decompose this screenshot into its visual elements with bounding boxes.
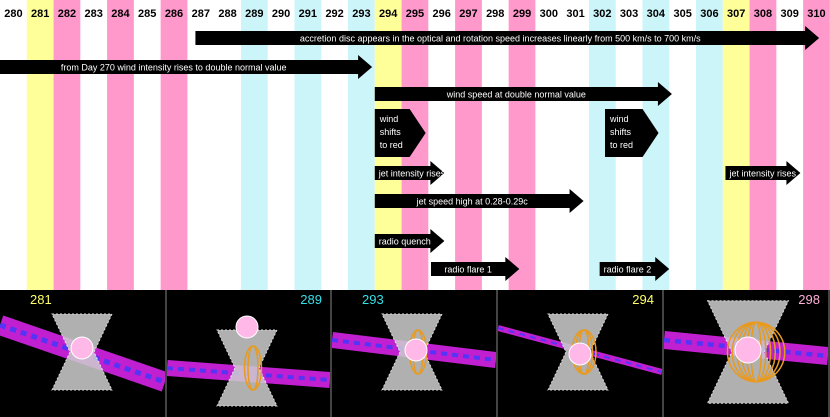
day-column-307 (722, 0, 750, 290)
day-label: 288 (218, 8, 236, 20)
arrow-radio-quench: radio quench (374, 229, 445, 253)
day-label: 302 (593, 8, 611, 20)
day-column-289 (240, 0, 268, 290)
day-label: 301 (566, 8, 584, 20)
arrow-wind-shifts-1: wind shifts to red (374, 109, 426, 157)
day-column-293 (348, 0, 375, 290)
panel-day-label: 293 (362, 292, 384, 307)
star-icon (734, 336, 762, 364)
day-label: 290 (272, 8, 290, 20)
simulation-panel-294: 294 (498, 290, 664, 417)
arrow-label-line: wind (379, 114, 399, 124)
arrow-label: jet intensity rises (728, 168, 796, 178)
star-icon (568, 342, 592, 366)
day-label: 284 (111, 8, 130, 20)
day-column-286 (160, 0, 188, 290)
binary-system-illustration (332, 313, 496, 391)
day-label: 298 (486, 8, 504, 20)
day-label: 285 (138, 8, 156, 20)
arrow-accretion: accretion disc appears in the optical an… (195, 26, 820, 50)
arrow-label-line: shifts (380, 127, 402, 137)
simulation-panel-298: 298 (664, 290, 830, 417)
star-icon (235, 315, 259, 339)
day-label: 286 (165, 8, 183, 20)
timeline-chart: 280 281 282 283 284 285 286 287 288 289 290 291 292 2… (0, 0, 830, 290)
accretion-disc-ring (243, 345, 263, 391)
day-label: 306 (700, 8, 718, 20)
arrow-wind-shifts-2: wind shifts to red (605, 109, 659, 157)
day-label: 303 (620, 8, 638, 20)
panel-day-label: 294 (632, 292, 654, 307)
wind-cone (216, 329, 278, 407)
arrow-jet-speed: jet speed high at 0.28-0.29c (374, 189, 584, 213)
arrow-radio-flare-2: radio flare 2 (599, 257, 670, 281)
arrow-label: radio flare 2 (604, 264, 652, 274)
day-column-297 (455, 0, 482, 290)
day-label: 281 (31, 8, 49, 20)
day-label: 283 (85, 8, 103, 20)
arrow-label: wind speed at double normal value (446, 89, 586, 99)
binary-system-illustration (498, 313, 662, 391)
accretion-disc-ring (726, 321, 786, 383)
day-label: 299 (513, 8, 531, 20)
day-label: 304 (647, 8, 666, 20)
jet-core (0, 322, 165, 385)
simulation-panel-281: 281 (0, 290, 167, 417)
star-icon (404, 338, 428, 362)
panel-day-label: 289 (300, 292, 322, 307)
arrow-radio-flare-1: radio flare 1 (430, 257, 520, 281)
arrow-label: radio flare 1 (444, 264, 492, 274)
day-label: 310 (807, 8, 825, 20)
day-column-299 (508, 0, 536, 290)
arrow-label: radio quench (379, 236, 431, 246)
panel-day-label: 281 (30, 292, 52, 307)
arrow-label-line: to red (380, 140, 403, 150)
simulation-panel-289: 289 (167, 290, 332, 417)
day-label: 296 (433, 8, 451, 20)
arrow-label: from Day 270 wind intensity rises to dou… (61, 62, 287, 72)
binary-system-illustration (664, 300, 828, 404)
simulation-panels: 281 289 293 294 298 (0, 290, 830, 417)
star-icon (70, 336, 94, 360)
arrow-label-line: shifts (610, 127, 632, 137)
day-label: 292 (325, 8, 343, 20)
day-label: 295 (406, 8, 424, 20)
day-column-284 (107, 0, 134, 290)
panel-day-label: 298 (798, 292, 820, 307)
binary-system-illustration (0, 313, 165, 392)
day-label: 307 (727, 8, 745, 20)
day-label: 289 (245, 8, 263, 20)
day-label: 309 (781, 8, 799, 20)
arrow-label-line: to red (610, 140, 633, 150)
simulation-panel-293: 293 (332, 290, 498, 417)
day-label: 280 (4, 8, 22, 20)
arrow-jet-intensity-2: jet intensity rises (725, 161, 801, 185)
arrow-jet-intensity-1: jet intensity rises (374, 161, 446, 185)
arrow-label: accretion disc appears in the optical an… (300, 33, 701, 43)
binary-system-illustration (167, 315, 330, 407)
day-column-306 (696, 0, 723, 290)
day-label: 308 (754, 8, 772, 20)
day-column-282 (53, 0, 81, 290)
day-label: 291 (299, 8, 317, 20)
day-label: 287 (192, 8, 210, 20)
day-label: 297 (459, 8, 477, 20)
day-column-310 (803, 0, 830, 290)
day-label: 293 (352, 8, 370, 20)
arrow-wind-speed-double: wind speed at double normal value (374, 82, 672, 106)
day-label: 305 (673, 8, 691, 20)
arrow-label: jet intensity rises (378, 168, 446, 178)
arrow-label-line: wind (609, 114, 629, 124)
day-column-308 (749, 0, 777, 290)
day-label: 300 (540, 8, 558, 20)
day-column-281 (26, 0, 54, 290)
arrow-wind-intensity: from Day 270 wind intensity rises to dou… (0, 55, 373, 79)
arrow-label: jet speed high at 0.28-0.29c (416, 196, 529, 206)
day-label: 294 (379, 8, 398, 20)
day-column-291 (294, 0, 322, 290)
day-label: 282 (58, 8, 76, 20)
